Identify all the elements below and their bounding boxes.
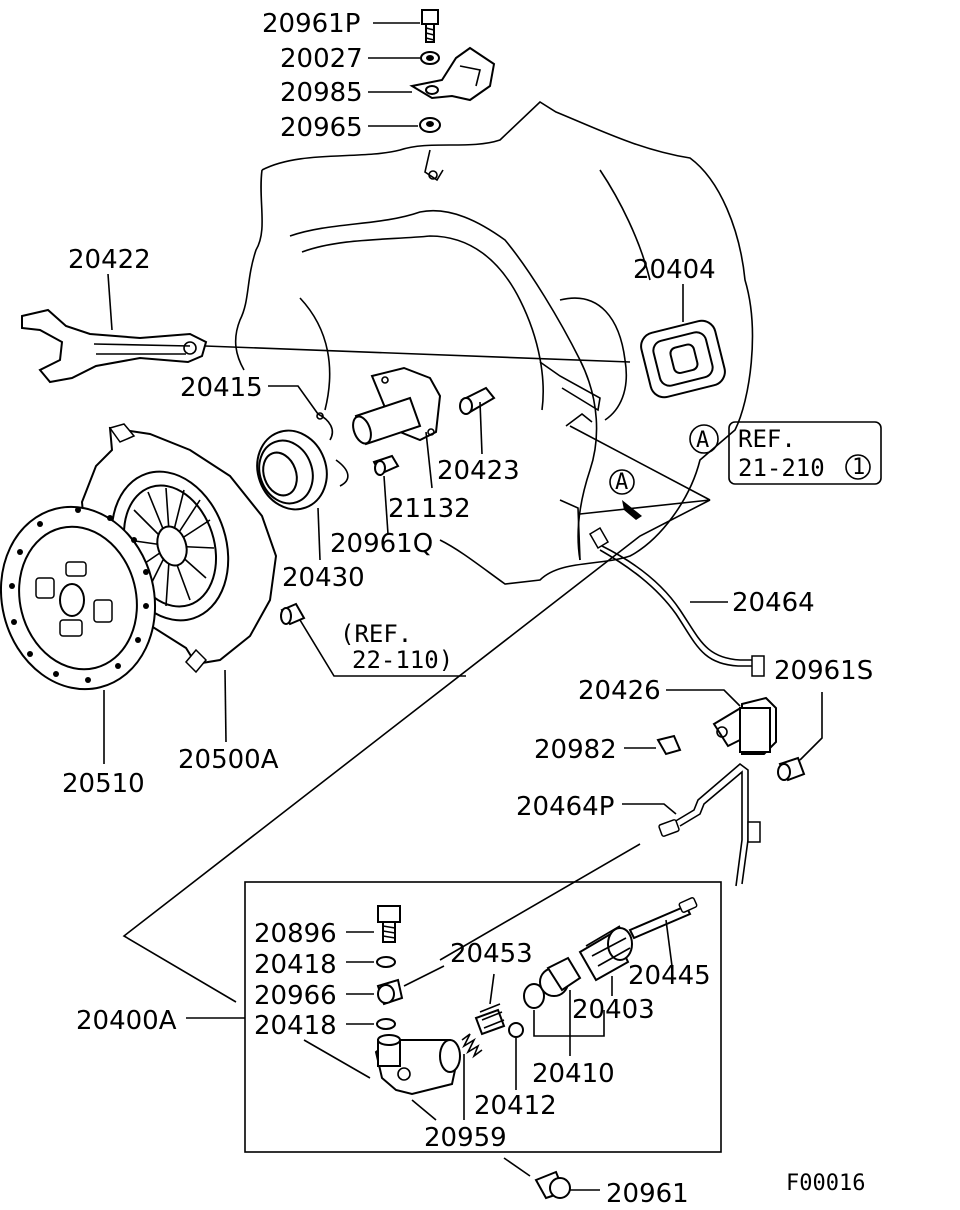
label-20959: 20959	[424, 1123, 507, 1153]
ref-box: A REF. 21-210 1	[689, 421, 882, 485]
part-20985-bracket	[368, 46, 496, 102]
part-20418-washer-lower	[346, 1018, 396, 1030]
label-20445: 20445	[628, 961, 711, 991]
ref-box-marker-letter: A	[696, 428, 709, 453]
label-20961: 20961	[606, 1179, 689, 1209]
view-a-line	[569, 425, 711, 501]
view-a-marker-letter: A	[615, 470, 628, 495]
part-spring-small	[461, 1033, 483, 1120]
kit-leader-lines	[122, 499, 711, 1003]
part-20961P-bolt	[373, 9, 439, 43]
ref-clutch-line2: 22-110)	[352, 646, 453, 674]
part-20027-washer	[368, 51, 440, 65]
label-20415: 20415	[180, 373, 263, 403]
label-20896: 20896	[254, 919, 337, 949]
part-20423-bolt	[459, 386, 496, 455]
label-20422: 20422	[68, 245, 151, 275]
label-20418-upper: 20418	[254, 950, 337, 980]
label-20961S: 20961S	[774, 656, 873, 686]
label-20430: 20430	[282, 563, 365, 593]
part-20403-boot	[578, 925, 633, 996]
part-20430-release-bearing	[256, 429, 328, 561]
ref-box-line1: REF.	[738, 425, 796, 453]
part-20464P-pipe	[439, 762, 761, 961]
part-20510-clutch-disc	[0, 505, 157, 764]
label-20404: 20404	[633, 255, 716, 285]
label-20961P: 20961P	[262, 9, 360, 39]
transaxle-housing	[234, 100, 754, 585]
label-20510: 20510	[62, 769, 145, 799]
ref-clutch-line1: (REF.	[340, 620, 412, 648]
part-20418-washer-upper	[346, 956, 396, 968]
part-21132-sleeve	[352, 366, 442, 489]
part-20982-clip	[624, 734, 682, 756]
label-20423: 20423	[437, 456, 520, 486]
part-20464-pipe	[588, 526, 765, 677]
label-21132: 21132	[388, 494, 471, 524]
part-20965-nut	[368, 117, 441, 133]
label-20027: 20027	[280, 44, 363, 74]
label-20426: 20426	[578, 676, 661, 706]
label-20453: 20453	[450, 939, 533, 969]
part-20896-bolt	[346, 905, 401, 943]
label-20464P: 20464P	[516, 792, 614, 822]
part-20412-seal	[508, 1022, 524, 1090]
part-20961S-bolt	[777, 692, 823, 782]
part-20445-pushrod	[628, 897, 698, 967]
part-20961Q-bolt	[372, 454, 400, 535]
part-ref-plug	[280, 602, 466, 677]
ref-box-line2: 21-210	[738, 454, 825, 482]
label-20966: 20966	[254, 981, 337, 1011]
ref-box-circle-number: 1	[852, 455, 865, 480]
part-20961-bolt	[503, 1157, 600, 1200]
part-20422-release-fork	[21, 273, 208, 384]
figure-code: F00016	[786, 1171, 865, 1196]
label-20464: 20464	[732, 588, 815, 618]
part-20453-spring	[474, 973, 506, 1036]
view-a-arrow	[609, 469, 642, 520]
part-20959-slave-cylinder	[303, 1034, 461, 1121]
part-20415-clip	[268, 385, 349, 487]
label-20500A: 20500A	[178, 745, 279, 775]
label-20982: 20982	[534, 735, 617, 765]
label-20961Q: 20961Q	[330, 529, 433, 559]
part-20426-bracket	[666, 689, 777, 755]
kit-20400A-box	[244, 881, 722, 1153]
part-20404-boot	[640, 284, 726, 399]
leader-fork-line	[204, 345, 631, 363]
part-20966-bolt	[346, 965, 445, 1006]
label-20410: 20410	[532, 1059, 615, 1089]
part-20410-piston-assy	[523, 956, 605, 1056]
label-20418-lower: 20418	[254, 1011, 337, 1041]
label-20412: 20412	[474, 1091, 557, 1121]
label-20965: 20965	[280, 113, 363, 143]
label-20400A: 20400A	[76, 1006, 177, 1036]
label-20403: 20403	[572, 995, 655, 1025]
label-20985: 20985	[280, 78, 363, 108]
